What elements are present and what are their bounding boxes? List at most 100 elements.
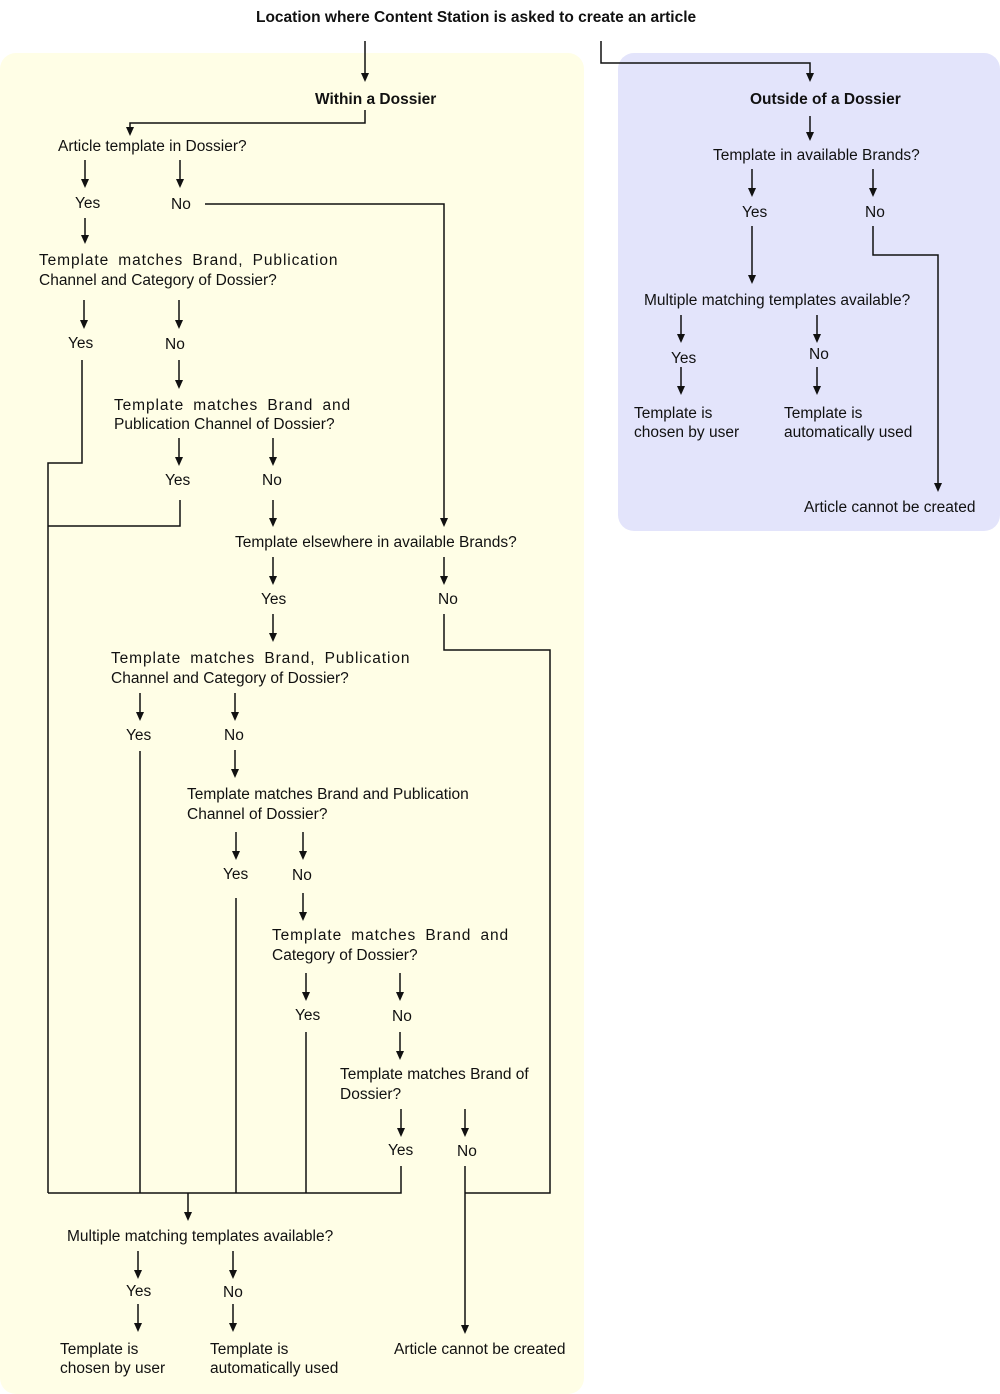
within-q7-yes: Yes [295, 1007, 321, 1024]
arrowhead-icon [175, 320, 183, 329]
arrowhead-icon [440, 576, 448, 585]
within-q8-no: No [457, 1143, 477, 1160]
within-multi-text: Multiple matching templates available? [67, 1228, 334, 1245]
within-q3-yes: Yes [165, 472, 191, 489]
arrowhead-icon [813, 334, 821, 343]
within-q7-line2: Category of Dossier? [272, 947, 418, 964]
arrowhead-icon [81, 235, 89, 244]
within-q1-no: No [171, 196, 191, 213]
arrowhead-icon [231, 712, 239, 721]
arrowhead-icon [269, 457, 277, 466]
arrowhead-icon [813, 386, 821, 395]
within-multi-yes: Yes [126, 1283, 152, 1300]
within-q4-text: Template elsewhere in available Brands? [235, 534, 517, 551]
within-q8-yes: Yes [388, 1142, 414, 1159]
arrowhead-icon [934, 483, 942, 492]
arrowhead-icon [269, 518, 277, 527]
arrowhead-icon [80, 320, 88, 329]
outside-no-to-fail [872, 226, 939, 484]
arrowhead-icon [440, 518, 448, 527]
arrowhead-icon [302, 992, 310, 1001]
within-dossier-panel [0, 53, 584, 1394]
within-q8-line1: Template matches Brand of [340, 1066, 529, 1083]
within-q8-line2: Dossier? [340, 1086, 402, 1103]
diagram-title: Location where Content Station is asked … [256, 9, 697, 26]
outside-multi-no: No [809, 346, 829, 363]
arrowhead-icon [136, 712, 144, 721]
within-q7-no: No [392, 1008, 412, 1025]
within-q1-text: Article template in Dossier? [58, 138, 247, 155]
arrowhead-icon [748, 275, 756, 284]
arrowhead-icon [269, 576, 277, 585]
outside-q1-yes: Yes [742, 204, 768, 221]
arrowhead-icon [175, 380, 183, 389]
within-q7-line1: Template matches Brand and [272, 927, 510, 944]
arrowhead-icon [299, 912, 307, 921]
q8-yes-collector [48, 1166, 402, 1194]
arrowhead-icon [134, 1270, 142, 1279]
arrowhead-icon [81, 179, 89, 188]
q3-yes-collector [48, 500, 181, 527]
arrowhead-icon [229, 1270, 237, 1279]
outside-q1-no: No [865, 204, 885, 221]
within-to-q1 [129, 110, 366, 128]
arrowhead-icon [806, 73, 814, 82]
within-q3-line2: Publication Channel of Dossier? [114, 416, 335, 433]
arrowhead-icon [184, 1212, 192, 1221]
within-q2-line1: Template matches Brand, Publication [39, 252, 339, 269]
within-result-user-line1: Template is [60, 1341, 139, 1358]
within-result-user-line2: chosen by user [60, 1360, 166, 1377]
q1-no-to-q4 [205, 203, 445, 519]
arrowhead-icon [396, 992, 404, 1001]
within-result-auto-line2: automatically used [210, 1360, 339, 1377]
within-q3-line1: Template matches Brand and [114, 397, 352, 414]
arrowhead-icon [397, 1128, 405, 1137]
within-q5-yes: Yes [126, 727, 152, 744]
outside-multi-text: Multiple matching templates available? [644, 292, 911, 309]
outside-multi-yes: Yes [671, 350, 697, 367]
within-q2-no: No [165, 336, 185, 353]
arrowhead-icon [134, 1323, 142, 1332]
q2-yes-collector [47, 360, 83, 1193]
outside-result-fail: Article cannot be created [804, 499, 976, 516]
arrowhead-icon [126, 127, 134, 136]
arrowhead-icon [231, 769, 239, 778]
arrowhead-icon [299, 851, 307, 860]
q4-no-to-fail [443, 614, 551, 1194]
within-q2-yes: Yes [68, 335, 94, 352]
within-heading: Within a Dossier [315, 91, 437, 108]
within-q5-line1: Template matches Brand, Publication [111, 650, 411, 667]
within-q5-line2: Channel and Category of Dossier? [111, 670, 349, 687]
within-q6-no: No [292, 867, 312, 884]
arrowhead-icon [176, 179, 184, 188]
outside-result-user-line2: chosen by user [634, 424, 740, 441]
arrowhead-icon [361, 73, 369, 82]
outside-heading: Outside of a Dossier [750, 91, 901, 108]
arrowhead-icon [461, 1325, 469, 1334]
arrowhead-icon [461, 1128, 469, 1137]
outside-result-auto-line1: Template is [784, 405, 863, 422]
arrowhead-icon [269, 633, 277, 642]
outside-result-auto-line2: automatically used [784, 424, 913, 441]
within-q6-line2: Channel of Dossier? [187, 806, 328, 823]
outside-q1-text: Template in available Brands? [713, 147, 920, 164]
outside-result-user-line1: Template is [634, 405, 713, 422]
title-to-outside [600, 41, 811, 74]
within-q4-no: No [438, 591, 458, 608]
arrowhead-icon [229, 1323, 237, 1332]
arrowhead-icon [748, 188, 756, 197]
within-q2-line2: Channel and Category of Dossier? [39, 272, 277, 289]
arrowhead-icon [806, 132, 814, 141]
within-multi-no: No [223, 1284, 243, 1301]
arrowhead-icon [677, 334, 685, 343]
within-result-auto-line1: Template is [210, 1341, 289, 1358]
within-q1-yes: Yes [75, 195, 101, 212]
arrowhead-icon [677, 386, 685, 395]
arrowhead-icon [175, 457, 183, 466]
within-result-fail: Article cannot be created [394, 1341, 566, 1358]
arrowhead-icon [869, 188, 877, 197]
within-q6-line1: Template matches Brand and Publication [187, 786, 469, 803]
within-q3-no: No [262, 472, 282, 489]
arrowhead-icon [232, 851, 240, 860]
